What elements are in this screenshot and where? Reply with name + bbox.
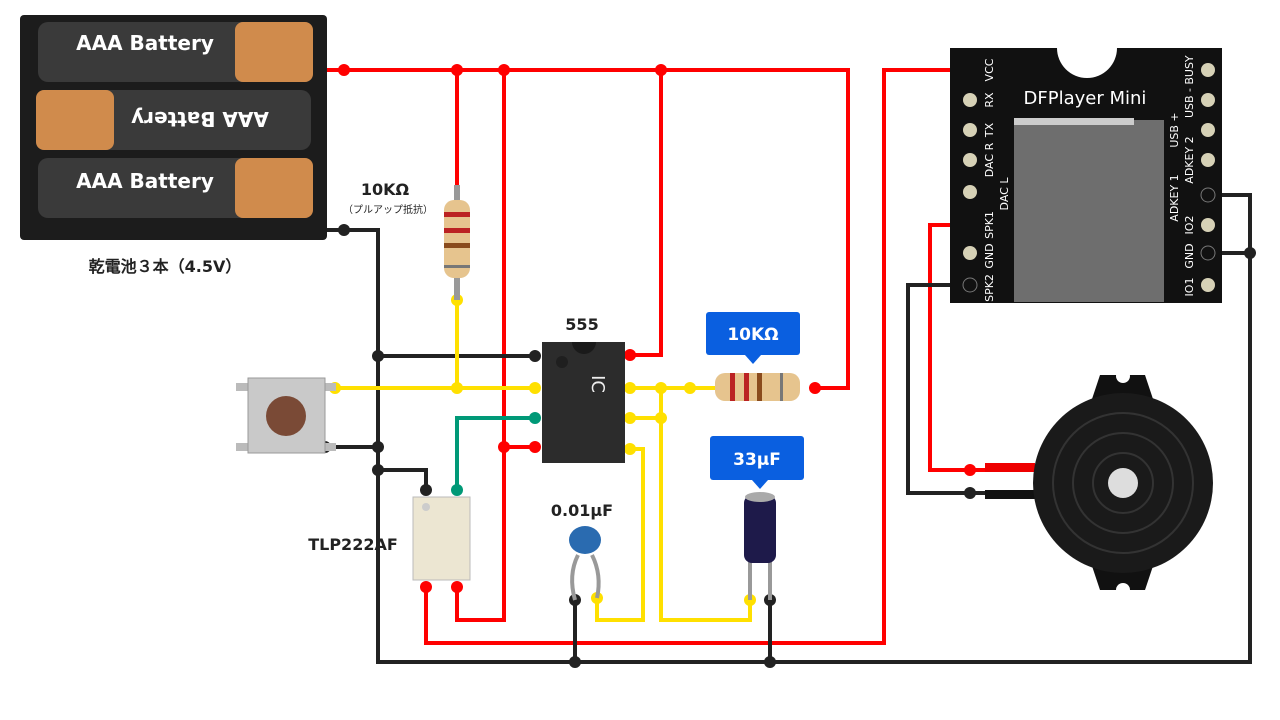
timing-resistor	[715, 373, 800, 401]
pin-label: DAC R	[983, 142, 996, 177]
battery-cell-label: AAA Battery	[76, 169, 214, 193]
pullup-resistor	[444, 185, 470, 300]
battery-cell-label: AAA Battery	[131, 107, 269, 131]
optocoupler	[412, 496, 471, 581]
battery-cell-label: AAA Battery	[76, 31, 214, 55]
resistor2-callout: 10KΩ	[706, 312, 800, 364]
timer-ic-label: 555	[565, 315, 598, 334]
timer-ic-marking: IC	[587, 375, 608, 393]
electrolytic-cap-value: 33μF	[733, 450, 781, 470]
resistor2-value: 10KΩ	[727, 325, 778, 345]
pin-label: SPK2	[983, 274, 996, 302]
dfplayer-title: DFPlayer Mini	[1024, 88, 1147, 109]
pullup-resistor-value: 10KΩ	[361, 180, 410, 199]
pin-label: RX	[983, 92, 996, 108]
pullup-resistor-note: （プルアップ抵抗）	[343, 203, 433, 216]
battery-pack: AAA Battery AAA Battery AAA Battery	[20, 15, 327, 240]
signal-wires	[325, 300, 752, 622]
pin-label: BUSY	[1183, 55, 1196, 85]
ceramic-capacitor	[569, 526, 601, 601]
pin-label: GND	[983, 243, 996, 268]
pin-label: USB +	[1168, 112, 1181, 147]
pin-label: IO1	[1183, 278, 1196, 297]
pin-label: SPK1	[983, 211, 996, 239]
pin-label: USB -	[1183, 88, 1196, 118]
speaker	[985, 369, 1213, 597]
push-button[interactable]	[236, 377, 336, 454]
timer-ic-555: IC	[542, 342, 625, 463]
pin-label: GND	[1183, 243, 1196, 268]
pin-label: TX	[983, 122, 996, 138]
trigger-wire	[455, 416, 535, 490]
battery-caption: 乾電池３本（4.5V）	[89, 257, 242, 276]
pin-label: DAC L	[998, 177, 1011, 211]
ceramic-cap-value: 0.01μF	[551, 501, 613, 520]
dfplayer-module: DFPlayer Mini VCC RX TX DAC R DAC L SPK1…	[950, 48, 1222, 303]
pin-label: ADKEY 2	[1183, 136, 1196, 183]
capacitor-callout: 33μF	[710, 436, 804, 489]
pin-label: ADKEY 1	[1168, 174, 1181, 221]
optocoupler-label: TLP222AF	[308, 535, 398, 554]
electrolytic-capacitor	[744, 492, 776, 600]
pin-label: IO2	[1183, 216, 1196, 235]
pin-label: VCC	[983, 58, 996, 81]
